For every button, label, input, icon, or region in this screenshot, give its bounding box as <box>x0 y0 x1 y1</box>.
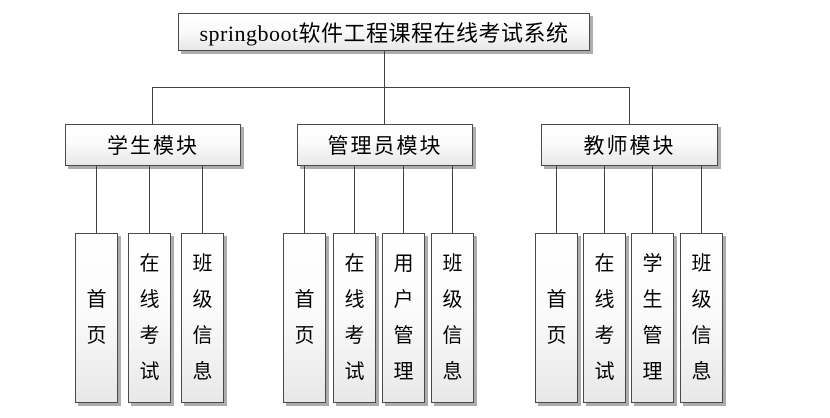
connector-root-stem <box>384 51 385 88</box>
module-box-student: 学生模块 <box>65 124 241 166</box>
connector-admin-child-2 <box>354 166 355 233</box>
leaf-box-teacher-student-mgmt: 学生管理 <box>631 233 674 403</box>
leaf-box-student-home: 首页 <box>75 233 118 403</box>
connector-admin-child-4 <box>452 166 453 233</box>
leaf-box-admin-class-info: 班级信息 <box>431 233 474 403</box>
leaf-label-admin-user-mgmt: 用户管理 <box>393 253 414 383</box>
module-box-admin: 管理员模块 <box>297 124 473 166</box>
root-node-box: springboot软件工程课程在线考试系统 <box>178 13 590 51</box>
leaf-label-admin-online-exam: 在线考试 <box>344 253 365 383</box>
leaf-label-teacher-class-info: 班级信息 <box>691 253 712 383</box>
leaf-box-student-online-exam: 在线考试 <box>128 233 171 403</box>
connector-drop-admin <box>384 87 385 125</box>
connector-teacher-child-2 <box>604 166 605 233</box>
module-label-teacher: 教师模块 <box>583 134 676 158</box>
connector-admin-child-1 <box>304 166 305 233</box>
leaf-label-admin-class-info: 班级信息 <box>442 253 463 383</box>
connector-student-child-3 <box>202 166 203 233</box>
leaf-label-admin-home: 首页 <box>294 289 315 347</box>
leaf-label-student-home: 首页 <box>86 289 107 347</box>
leaf-box-student-class-info: 班级信息 <box>181 233 224 403</box>
module-label-student: 学生模块 <box>107 134 199 158</box>
connector-teacher-child-1 <box>556 166 557 233</box>
leaf-box-teacher-class-info: 班级信息 <box>680 233 723 403</box>
leaf-label-student-class-info: 班级信息 <box>192 253 213 383</box>
connector-student-child-1 <box>96 166 97 233</box>
leaf-box-admin-user-mgmt: 用户管理 <box>382 233 425 403</box>
leaf-label-student-online-exam: 在线考试 <box>139 253 160 383</box>
connector-level1-rail <box>152 87 630 88</box>
module-label-admin: 管理员模块 <box>327 134 443 158</box>
leaf-box-teacher-home: 首页 <box>535 233 578 403</box>
connector-teacher-child-3 <box>652 166 653 233</box>
connector-student-child-2 <box>149 166 150 233</box>
connector-drop-student <box>152 87 153 125</box>
leaf-label-teacher-online-exam: 在线考试 <box>594 253 615 383</box>
connector-drop-teacher <box>629 87 630 125</box>
root-node-label: springboot软件工程课程在线考试系统 <box>199 21 569 46</box>
leaf-box-teacher-online-exam: 在线考试 <box>583 233 626 403</box>
leaf-label-teacher-student-mgmt: 学生管理 <box>642 253 663 383</box>
connector-teacher-child-4 <box>701 166 702 233</box>
leaf-box-admin-online-exam: 在线考试 <box>333 233 376 403</box>
module-box-teacher: 教师模块 <box>541 124 718 166</box>
leaf-box-admin-home: 首页 <box>283 233 326 403</box>
connector-admin-child-3 <box>403 166 404 233</box>
leaf-label-teacher-home: 首页 <box>546 289 567 347</box>
